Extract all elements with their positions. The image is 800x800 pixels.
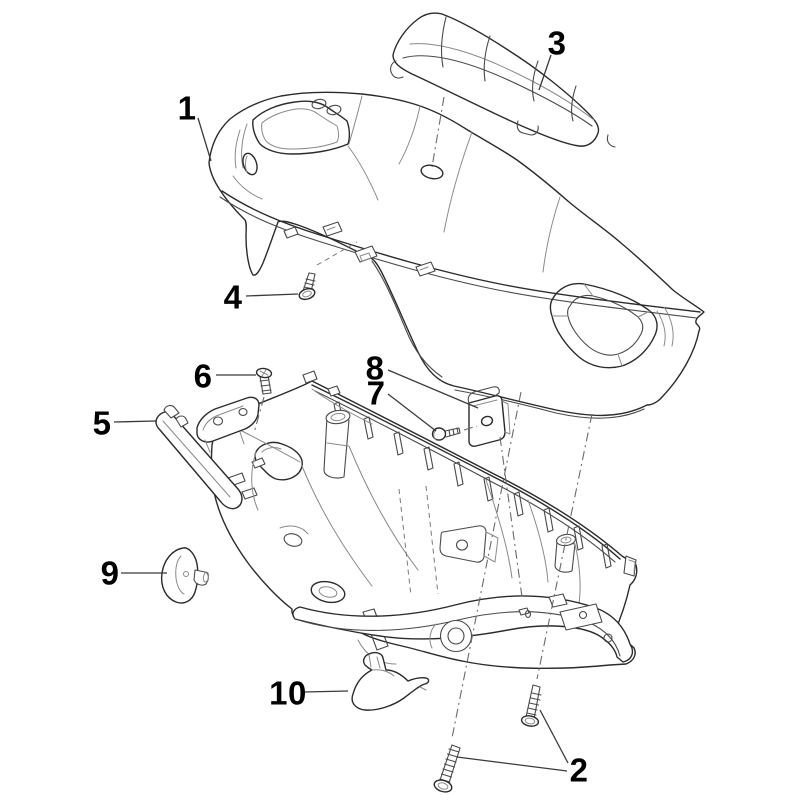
callout-8: 8 (365, 349, 385, 387)
leader-lines (113, 54, 569, 772)
part-10-hook-clip (351, 651, 430, 711)
part-4-screw (298, 272, 316, 301)
callout-1: 1 (177, 89, 197, 127)
callout-9: 9 (100, 554, 120, 592)
part-3-instrument-cover (390, 12, 616, 148)
callout-5: 5 (92, 404, 112, 442)
callout-2: 2 (569, 751, 589, 789)
part-2-screws (433, 684, 542, 793)
callout-10: 10 (269, 674, 307, 712)
part-6-screw (255, 367, 273, 395)
part-1-upper-cover (208, 91, 705, 419)
part-5-end-strip (155, 405, 243, 510)
part-9-end-plug (160, 547, 210, 604)
callout-7: 7 (366, 374, 386, 412)
callout-4: 4 (223, 278, 243, 316)
callout-3: 3 (547, 24, 567, 62)
assembly-axis-lines (253, 96, 593, 739)
callout-6: 6 (193, 357, 213, 395)
part-8-u-clip (467, 386, 511, 447)
part-7-screw (431, 427, 461, 441)
lower-cover (196, 370, 638, 670)
